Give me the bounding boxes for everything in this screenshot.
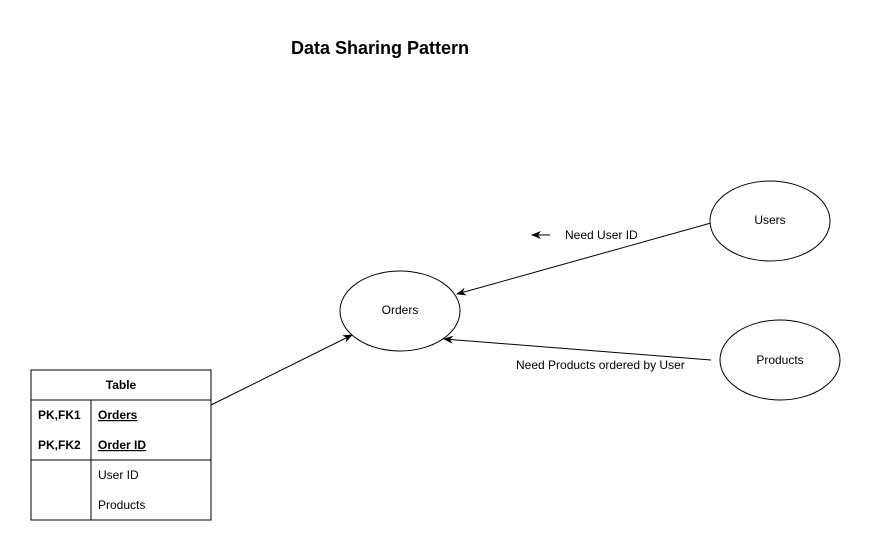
node-users[interactable]: Users	[709, 180, 831, 262]
node-orders[interactable]: Orders	[339, 270, 461, 352]
field-row-1: User ID	[98, 468, 139, 482]
field-row-2: Products	[98, 498, 145, 512]
key-row-1-key: PK,FK1	[38, 408, 81, 422]
edge-users-to-orders[interactable]	[456, 222, 712, 296]
node-products[interactable]: Products	[719, 319, 841, 401]
node-orders-label: Orders	[382, 303, 419, 317]
key-row-2-field: Order ID	[98, 438, 146, 452]
edge-products-to-orders[interactable]	[443, 335, 712, 361]
node-products-label: Products	[756, 353, 803, 367]
key-row-2-key: PK,FK2	[38, 438, 81, 452]
edge-label-need-products: Need Products ordered by User	[516, 358, 685, 372]
edge-table-to-orders[interactable]	[210, 334, 353, 406]
node-users-label: Users	[754, 213, 785, 227]
entity-table[interactable]: Table PK,FK1 Orders PK,FK2 Order ID User…	[30, 369, 212, 521]
key-row-1-field: Orders	[98, 408, 138, 422]
diagram-title: Data Sharing Pattern	[290, 38, 470, 58]
entity-table-header: Table	[106, 378, 137, 392]
edge-label-need-user-id: Need User ID	[565, 228, 638, 242]
entity-table-border	[30, 369, 212, 521]
